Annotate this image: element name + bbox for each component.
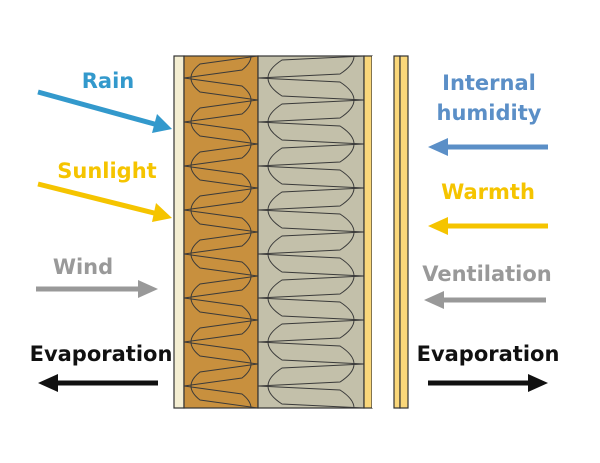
- warmth-label: Warmth: [441, 180, 535, 204]
- internal-humidity-label-line2: humidity: [437, 101, 542, 125]
- wood-lobe: [184, 56, 252, 79]
- wood-fibre-layer: [183, 55, 259, 409]
- wood-lobe: [190, 187, 258, 233]
- wood-lobe: [184, 385, 252, 408]
- insulation-lobe: [258, 430, 354, 463]
- board-inner-1: [393, 55, 401, 409]
- wood-fibre-pattern: [184, 56, 258, 463]
- wood-lobe: [184, 341, 252, 387]
- wood-lobe: [190, 99, 258, 145]
- wind-label: Wind: [53, 255, 113, 279]
- evaporation-right-arrow: [428, 374, 548, 392]
- evaporation-right-label: Evaporation: [417, 342, 560, 366]
- wood-lobe: [184, 297, 252, 343]
- internal-humidity-label-line1: Internal: [442, 71, 536, 95]
- air-gap: [372, 56, 394, 408]
- insulation-lobe: [353, 56, 364, 57]
- wood-lobe: [184, 253, 252, 299]
- internal-humidity-arrow: [428, 138, 548, 156]
- sunlight-label: Sunlight: [57, 159, 156, 183]
- warmth-arrow: [428, 217, 548, 235]
- evaporation-left-label: Evaporation: [30, 342, 173, 366]
- board-inner-2: [399, 55, 409, 409]
- wind-arrow: [36, 280, 158, 298]
- wood-lobe: [254, 407, 258, 408]
- insulation-lobe: [353, 407, 364, 408]
- wood-lobe: [254, 56, 258, 57]
- insulation-layer: [257, 55, 365, 409]
- render-layer: [173, 55, 185, 409]
- wood-lobe: [190, 275, 258, 321]
- insulation-lobe: [258, 385, 355, 408]
- membrane-outer: [363, 55, 373, 409]
- insulation-pattern: [258, 56, 364, 463]
- wood-lobe: [184, 430, 251, 463]
- ventilation-arrow: [424, 291, 546, 309]
- wood-lobe: [190, 231, 258, 277]
- rain-label: Rain: [82, 69, 135, 93]
- rain-arrow: [37, 89, 172, 133]
- insulation-lobe: [258, 56, 355, 79]
- wood-lobe: [184, 121, 252, 167]
- ventilation-label: Ventilation: [422, 262, 552, 286]
- sunlight-arrow: [37, 181, 172, 222]
- wood-lobe: [184, 77, 252, 123]
- wood-lobe: [184, 209, 252, 255]
- wood-lobe: [190, 319, 258, 365]
- wood-lobe: [190, 363, 258, 408]
- wood-lobe: [184, 165, 252, 211]
- evaporation-left-arrow: [38, 374, 158, 392]
- wall-section: [173, 55, 409, 463]
- wood-lobe: [190, 56, 258, 101]
- wood-lobe: [190, 143, 258, 189]
